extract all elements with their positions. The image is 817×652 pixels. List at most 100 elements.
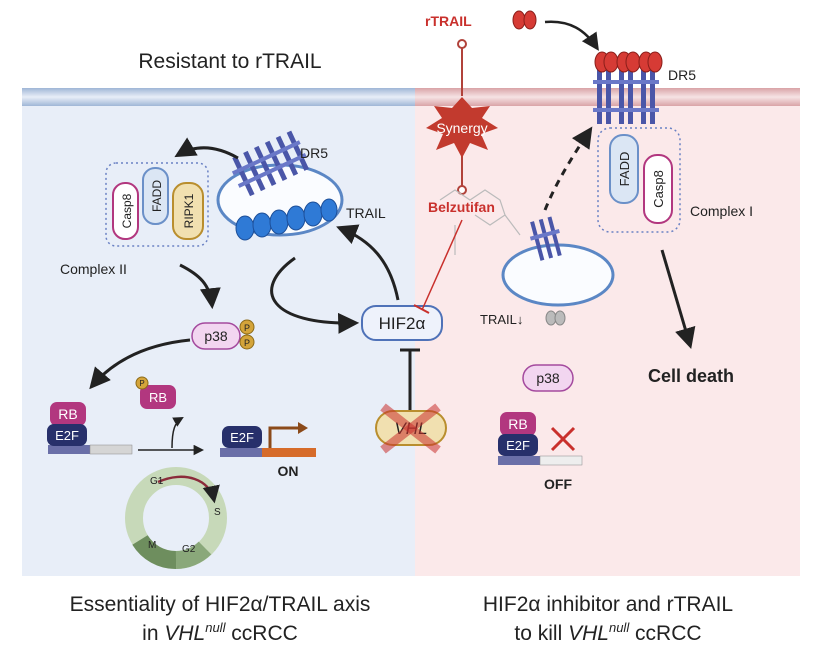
- arrow-endosome-to-membrane: [543, 126, 593, 211]
- cell-cycle-g2: [175, 541, 212, 569]
- right-dr5-label: DR5: [668, 67, 696, 83]
- complex-i-fadd-label: FADD: [617, 152, 632, 187]
- phospho-rb-label: RB: [149, 390, 167, 405]
- phase-s-label: S: [214, 507, 221, 518]
- phase-g1-label: G1: [150, 476, 164, 487]
- synergy-burst: [426, 97, 498, 158]
- off-cross-b: [550, 426, 576, 452]
- arrow-dr5-to-complex-ii: [174, 137, 239, 160]
- complex-i-label: Complex I: [690, 203, 753, 219]
- phospho-rb: [140, 385, 176, 409]
- off-rb-label: RB: [508, 416, 527, 432]
- on-e2f-label: E2F: [230, 430, 254, 445]
- phase-g2-label: G2: [182, 544, 196, 555]
- left-p38-phospho-2: [239, 334, 255, 350]
- off-dna-promoter: [498, 456, 540, 465]
- complex-ii-ripk1-label: RIPK1: [182, 193, 196, 228]
- left-membrane: [22, 88, 415, 106]
- right-caption-line1: HIF2α inhibitor and rTRAIL: [483, 593, 733, 616]
- left-dr5-label: DR5: [300, 145, 328, 161]
- cell-cycle-arrow: [157, 475, 220, 504]
- synergy-label: Synergy: [436, 120, 487, 136]
- left-p38: [191, 322, 241, 350]
- left-caption-pre: in: [142, 622, 164, 645]
- phase-m-label: M: [148, 540, 156, 551]
- complex-i-box: [597, 127, 681, 233]
- arrow-trail-to-hif2a: [270, 256, 360, 334]
- on-label: ON: [278, 463, 299, 479]
- left-caption-post: ccRCC: [225, 622, 297, 645]
- arrow-p38-to-rb: [89, 338, 191, 390]
- complex-i-casp8: [643, 154, 673, 224]
- phospho-rb-badge: [135, 376, 149, 390]
- cell-death-label: Cell death: [648, 366, 734, 386]
- right-caption-line2: to kill VHLnull ccRCC: [514, 620, 701, 645]
- right-dr5-receptors: [593, 68, 659, 124]
- synergy-node-top: [457, 39, 467, 49]
- right-panel-background: [415, 88, 800, 576]
- complex-ii-box: [105, 162, 209, 247]
- right-caption-pre: to kill: [514, 622, 568, 645]
- off-e2f-label: E2F: [506, 438, 530, 453]
- right-caption-sup: null: [609, 620, 630, 635]
- rtrail-icon: [512, 10, 537, 30]
- arrow-rtrail-to-dr5: [544, 20, 599, 51]
- left-dr5-receptors: [231, 130, 309, 197]
- arrow-to-cell-death: [660, 249, 696, 350]
- left-caption-vhl: VHL: [164, 622, 205, 645]
- left-dna-promoter: [48, 445, 90, 454]
- arrow-complex-ii-to-p38: [179, 263, 221, 310]
- hif2a-box: [361, 305, 443, 341]
- complex-i-casp8-label: Casp8: [651, 170, 666, 208]
- left-p38-phospho-1: [239, 319, 255, 335]
- right-endosome-receptor: [529, 216, 562, 261]
- off-dna-gene: [539, 455, 583, 466]
- right-bound-rtrail: [594, 51, 663, 73]
- complex-ii-casp8-label: Casp8: [120, 193, 134, 228]
- belzutifan-label: Belzutifan: [428, 199, 495, 215]
- belzutifan-inhibit-line: [421, 219, 463, 311]
- left-header-title: Resistant to rTRAIL: [138, 50, 321, 73]
- on-e2f: [222, 426, 262, 448]
- left-e2f: [47, 424, 87, 446]
- left-dna-gene: [89, 444, 133, 455]
- left-caption-line2: in VHLnull ccRCC: [142, 620, 298, 645]
- complex-i-fadd: [609, 134, 639, 204]
- off-rb: [500, 412, 536, 436]
- left-p38-label: p38: [204, 328, 228, 344]
- right-caption-post: ccRCC: [629, 622, 701, 645]
- complex-ii-ripk1: [172, 182, 204, 240]
- off-e2f: [498, 434, 538, 456]
- complex-ii-label: Complex II: [60, 261, 127, 277]
- transcription-arrowhead: [298, 422, 308, 434]
- transcription-arrow: [268, 426, 300, 448]
- left-e2f-label: E2F: [55, 428, 79, 443]
- left-caption-line1: Essentiality of HIF2α/TRAIL axis: [70, 593, 371, 616]
- belzutifan-inhibit-bar: [413, 304, 430, 314]
- left-caption-sup: null: [205, 620, 226, 635]
- trail-down-icon: [545, 310, 566, 326]
- left-p38-phospho-1-label: P: [244, 323, 250, 333]
- arrow-rb-phospho: [171, 416, 184, 449]
- right-p38-label: p38: [536, 370, 560, 386]
- trail-down-label: TRAIL↓: [480, 312, 523, 327]
- on-dna-gene: [262, 448, 316, 457]
- arrow-hif2a-to-trail: [336, 224, 400, 301]
- vhl-cross-b: [380, 403, 441, 454]
- left-trail-ligands: [235, 198, 338, 241]
- complex-ii-fadd-label: FADD: [150, 180, 164, 212]
- right-caption-vhl: VHL: [568, 622, 609, 645]
- off-label: OFF: [544, 476, 572, 492]
- rtrail-label: rTRAIL: [425, 13, 472, 29]
- left-trail-label: TRAIL: [346, 205, 386, 221]
- left-rb: [50, 402, 86, 426]
- belzutifan-structure: [439, 189, 521, 255]
- complex-ii-fadd: [142, 167, 169, 225]
- left-p38-phospho-2-label: P: [244, 338, 250, 348]
- phospho-rb-badge-label: P: [139, 379, 144, 388]
- complex-ii-casp8: [112, 182, 139, 240]
- cell-cycle-m: [132, 534, 177, 570]
- on-dna-promoter: [220, 448, 262, 457]
